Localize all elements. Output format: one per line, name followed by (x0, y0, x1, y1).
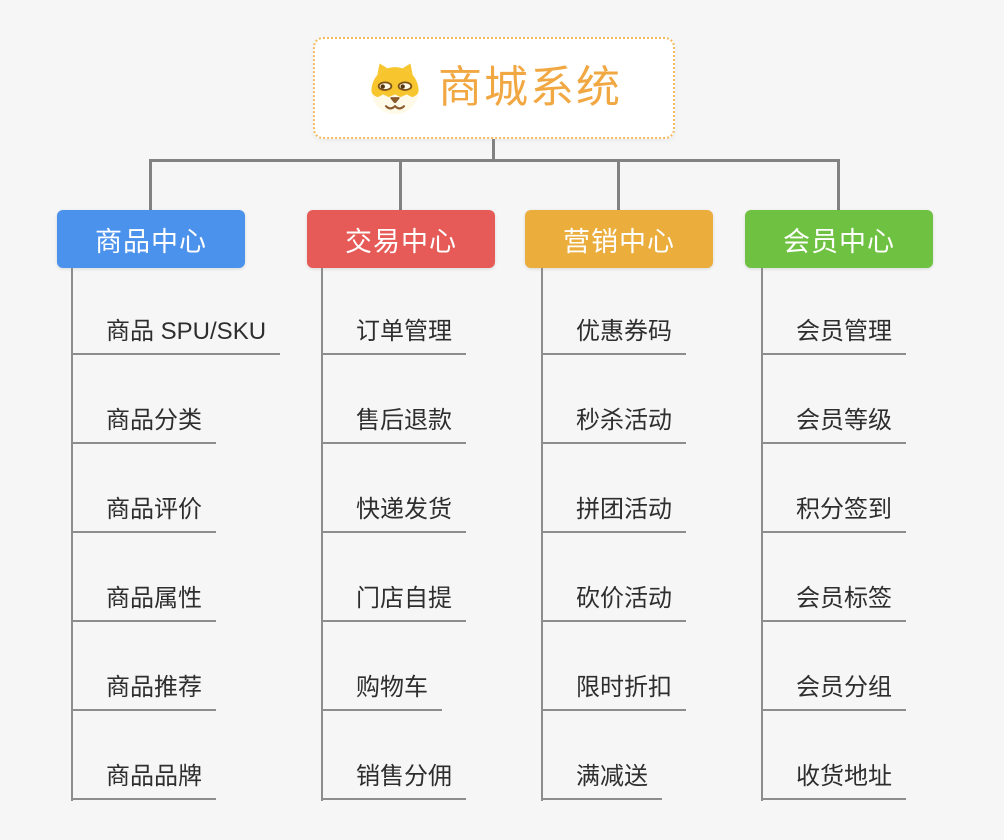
leaf-node[interactable]: 售后退款 (321, 406, 466, 444)
leaf-node[interactable]: 满减送 (541, 762, 662, 800)
leaf-node[interactable]: 秒杀活动 (541, 406, 686, 444)
leaf-node[interactable]: 会员分组 (761, 673, 906, 711)
connector-root-drop (492, 139, 495, 161)
connector-drop-member (837, 161, 840, 211)
leaf-node[interactable]: 收货地址 (761, 762, 906, 800)
connector-column-product (71, 268, 73, 801)
leaf-node[interactable]: 会员标签 (761, 584, 906, 622)
leaf-node[interactable]: 商品评价 (71, 495, 216, 533)
branch-node-trade-center[interactable]: 交易中心 (307, 210, 495, 268)
leaf-node[interactable]: 商品推荐 (71, 673, 216, 711)
leaf-node[interactable]: 销售分佣 (321, 762, 466, 800)
leaf-node[interactable]: 会员等级 (761, 406, 906, 444)
root-node-mall-system[interactable]: 商城系统 (313, 37, 675, 139)
leaf-node[interactable]: 商品品牌 (71, 762, 216, 800)
connector-horizontal-bus (149, 159, 840, 162)
leaf-node[interactable]: 拼团活动 (541, 495, 686, 533)
branch-node-product-center[interactable]: 商品中心 (57, 210, 245, 268)
leaf-node[interactable]: 快递发货 (321, 495, 466, 533)
leaf-node[interactable]: 优惠券码 (541, 317, 686, 355)
leaf-node[interactable]: 商品分类 (71, 406, 216, 444)
leaf-node[interactable]: 订单管理 (321, 317, 466, 355)
connector-drop-marketing (617, 161, 620, 211)
branch-node-member-center[interactable]: 会员中心 (745, 210, 933, 268)
doge-icon (371, 63, 419, 115)
connector-column-trade (321, 268, 323, 801)
branch-node-marketing-center[interactable]: 营销中心 (525, 210, 713, 268)
leaf-node[interactable]: 砍价活动 (541, 584, 686, 622)
root-node-title: 商城系统 (438, 63, 622, 112)
leaf-node[interactable]: 积分签到 (761, 495, 906, 533)
connector-column-marketing (541, 268, 543, 801)
leaf-node[interactable]: 会员管理 (761, 317, 906, 355)
connector-column-member (761, 268, 763, 801)
connector-drop-product (149, 161, 152, 211)
leaf-node[interactable]: 商品属性 (71, 584, 216, 622)
leaf-node[interactable]: 限时折扣 (541, 673, 686, 711)
connector-drop-trade (399, 161, 402, 211)
leaf-node[interactable]: 门店自提 (321, 584, 466, 622)
leaf-node[interactable]: 商品 SPU/SKU (71, 317, 281, 355)
leaf-node[interactable]: 购物车 (321, 673, 442, 711)
